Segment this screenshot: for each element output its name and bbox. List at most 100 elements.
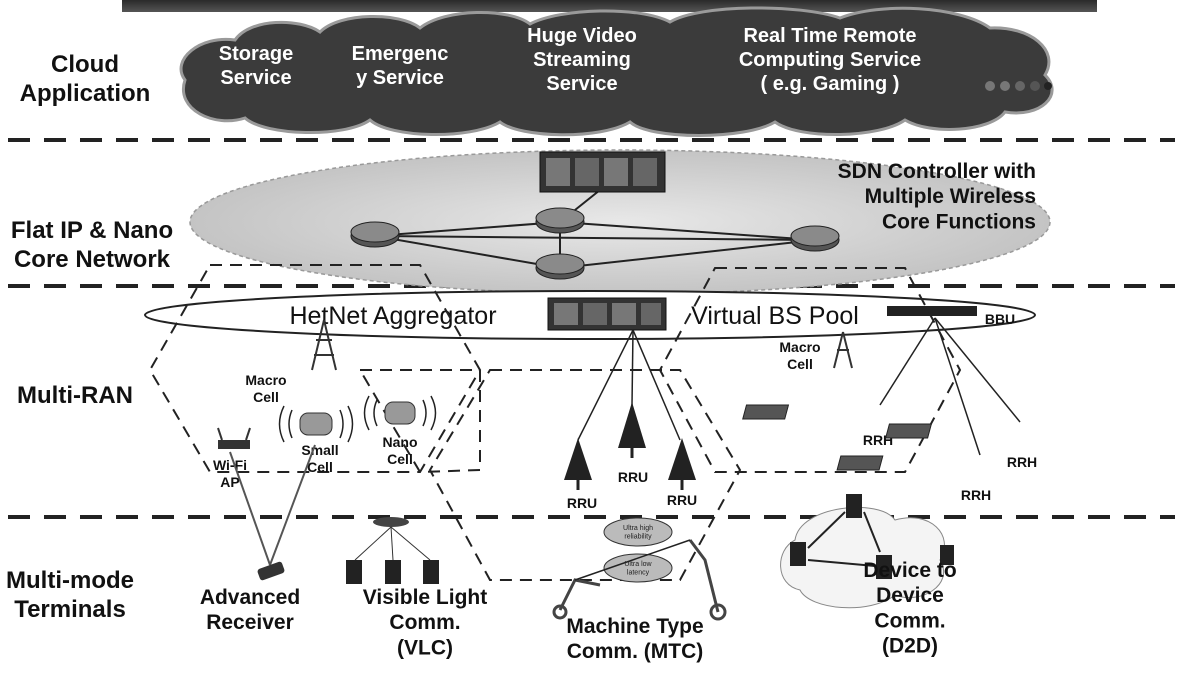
rru-label: RRU [618,469,648,485]
text-line: Core Network [14,246,171,273]
text-line: Macro [245,372,286,388]
text-line: Comm. [874,609,945,632]
bbu-label: BBU [985,311,1015,327]
text-line: Comm. (MTC) [567,640,703,663]
rru-fronthaul-links [577,317,1021,456]
text-line: Macro [779,339,820,355]
rrh-label: RRH [1007,454,1037,470]
text-line: Storage [219,43,293,65]
phone-icon [257,561,285,581]
text-line: SDN Controller with [838,160,1036,183]
text-line: Multiple Wireless [865,185,1036,208]
d2d-links [807,511,881,567]
text-line: Cell [787,356,813,372]
device-icon [346,560,362,584]
rru-label: RRU [567,495,597,511]
rru-tower-icon [668,438,696,490]
top-banner [122,0,1097,12]
text-line: Cloud [51,51,119,78]
hexagon-cells [148,264,962,581]
text-line: Visible Light [363,586,487,609]
text-line: Cell [253,389,279,405]
text-line: (VLC) [397,636,453,659]
text-line: Device [876,584,944,607]
mtc-bubble-reliability [603,517,673,547]
text-line: Real Time Remote [743,25,916,47]
sdn-controller-server-icon [539,151,666,193]
rrh-unit-icon [742,404,790,420]
text-line: reliability [624,533,652,540]
text-line: Ultra high [623,525,653,532]
wifi-link [229,451,271,566]
text-line: Comm. [389,611,460,634]
text-line: Emergenc [352,43,449,65]
nano-cell-icon [363,395,437,431]
text-line: Cell [307,459,333,475]
text-line: Small [301,442,338,458]
text-line: Wi-Fi [213,457,247,473]
rru-label: RRU [667,492,697,508]
layer-label-ran: Multi-RAN [17,382,133,409]
bbu-unit-icon [887,306,977,316]
text-line: Streaming [533,49,631,71]
macro-cell-tower-icon [833,331,853,369]
text-line: Computing Service [739,49,921,71]
virtual-bs-pool-label: Virtual BS Pool [691,302,859,330]
text-line: Ultra low [624,561,652,568]
device-icon [940,545,954,565]
router-icon [535,253,585,280]
rru-tower-icon [564,438,592,490]
text-line: (D2D) [882,635,938,658]
text-line: Receiver [206,611,294,634]
vlc-lamp-icon [354,517,431,561]
text-line: Machine Type [566,615,703,638]
cloud-shape [179,6,1054,137]
bs-pool-server-icon [547,297,667,331]
rru-tower-icon [618,402,646,458]
robot-arm-icon [688,539,727,621]
text-line: Service [220,67,291,89]
text-line: Flat IP & Nano [11,217,173,244]
rrh-label: RRH [863,432,893,448]
macro-cell-tower-icon [311,319,337,371]
text-line: Multi-mode [6,567,134,594]
text-line: Terminals [14,596,126,623]
text-line: ( e.g. Gaming ) [761,73,900,95]
rrh-unit-icon [885,423,933,439]
rrh-unit-icon [836,455,884,471]
text-line: latency [627,569,650,576]
small-cell-icon [278,405,354,443]
text-line: Huge Video [527,25,637,47]
text-line: Core Functions [882,210,1036,233]
router-icon [535,207,585,234]
core-links [374,189,816,269]
text-line: y Service [356,67,444,89]
core-network-ellipse [189,149,1051,295]
mtc-bubble-latency [603,553,673,583]
text-line: Advanced [200,586,300,609]
device-icon [846,494,862,518]
device-icon [790,542,806,566]
router-icon [350,221,400,248]
text-line: Service [546,73,617,95]
